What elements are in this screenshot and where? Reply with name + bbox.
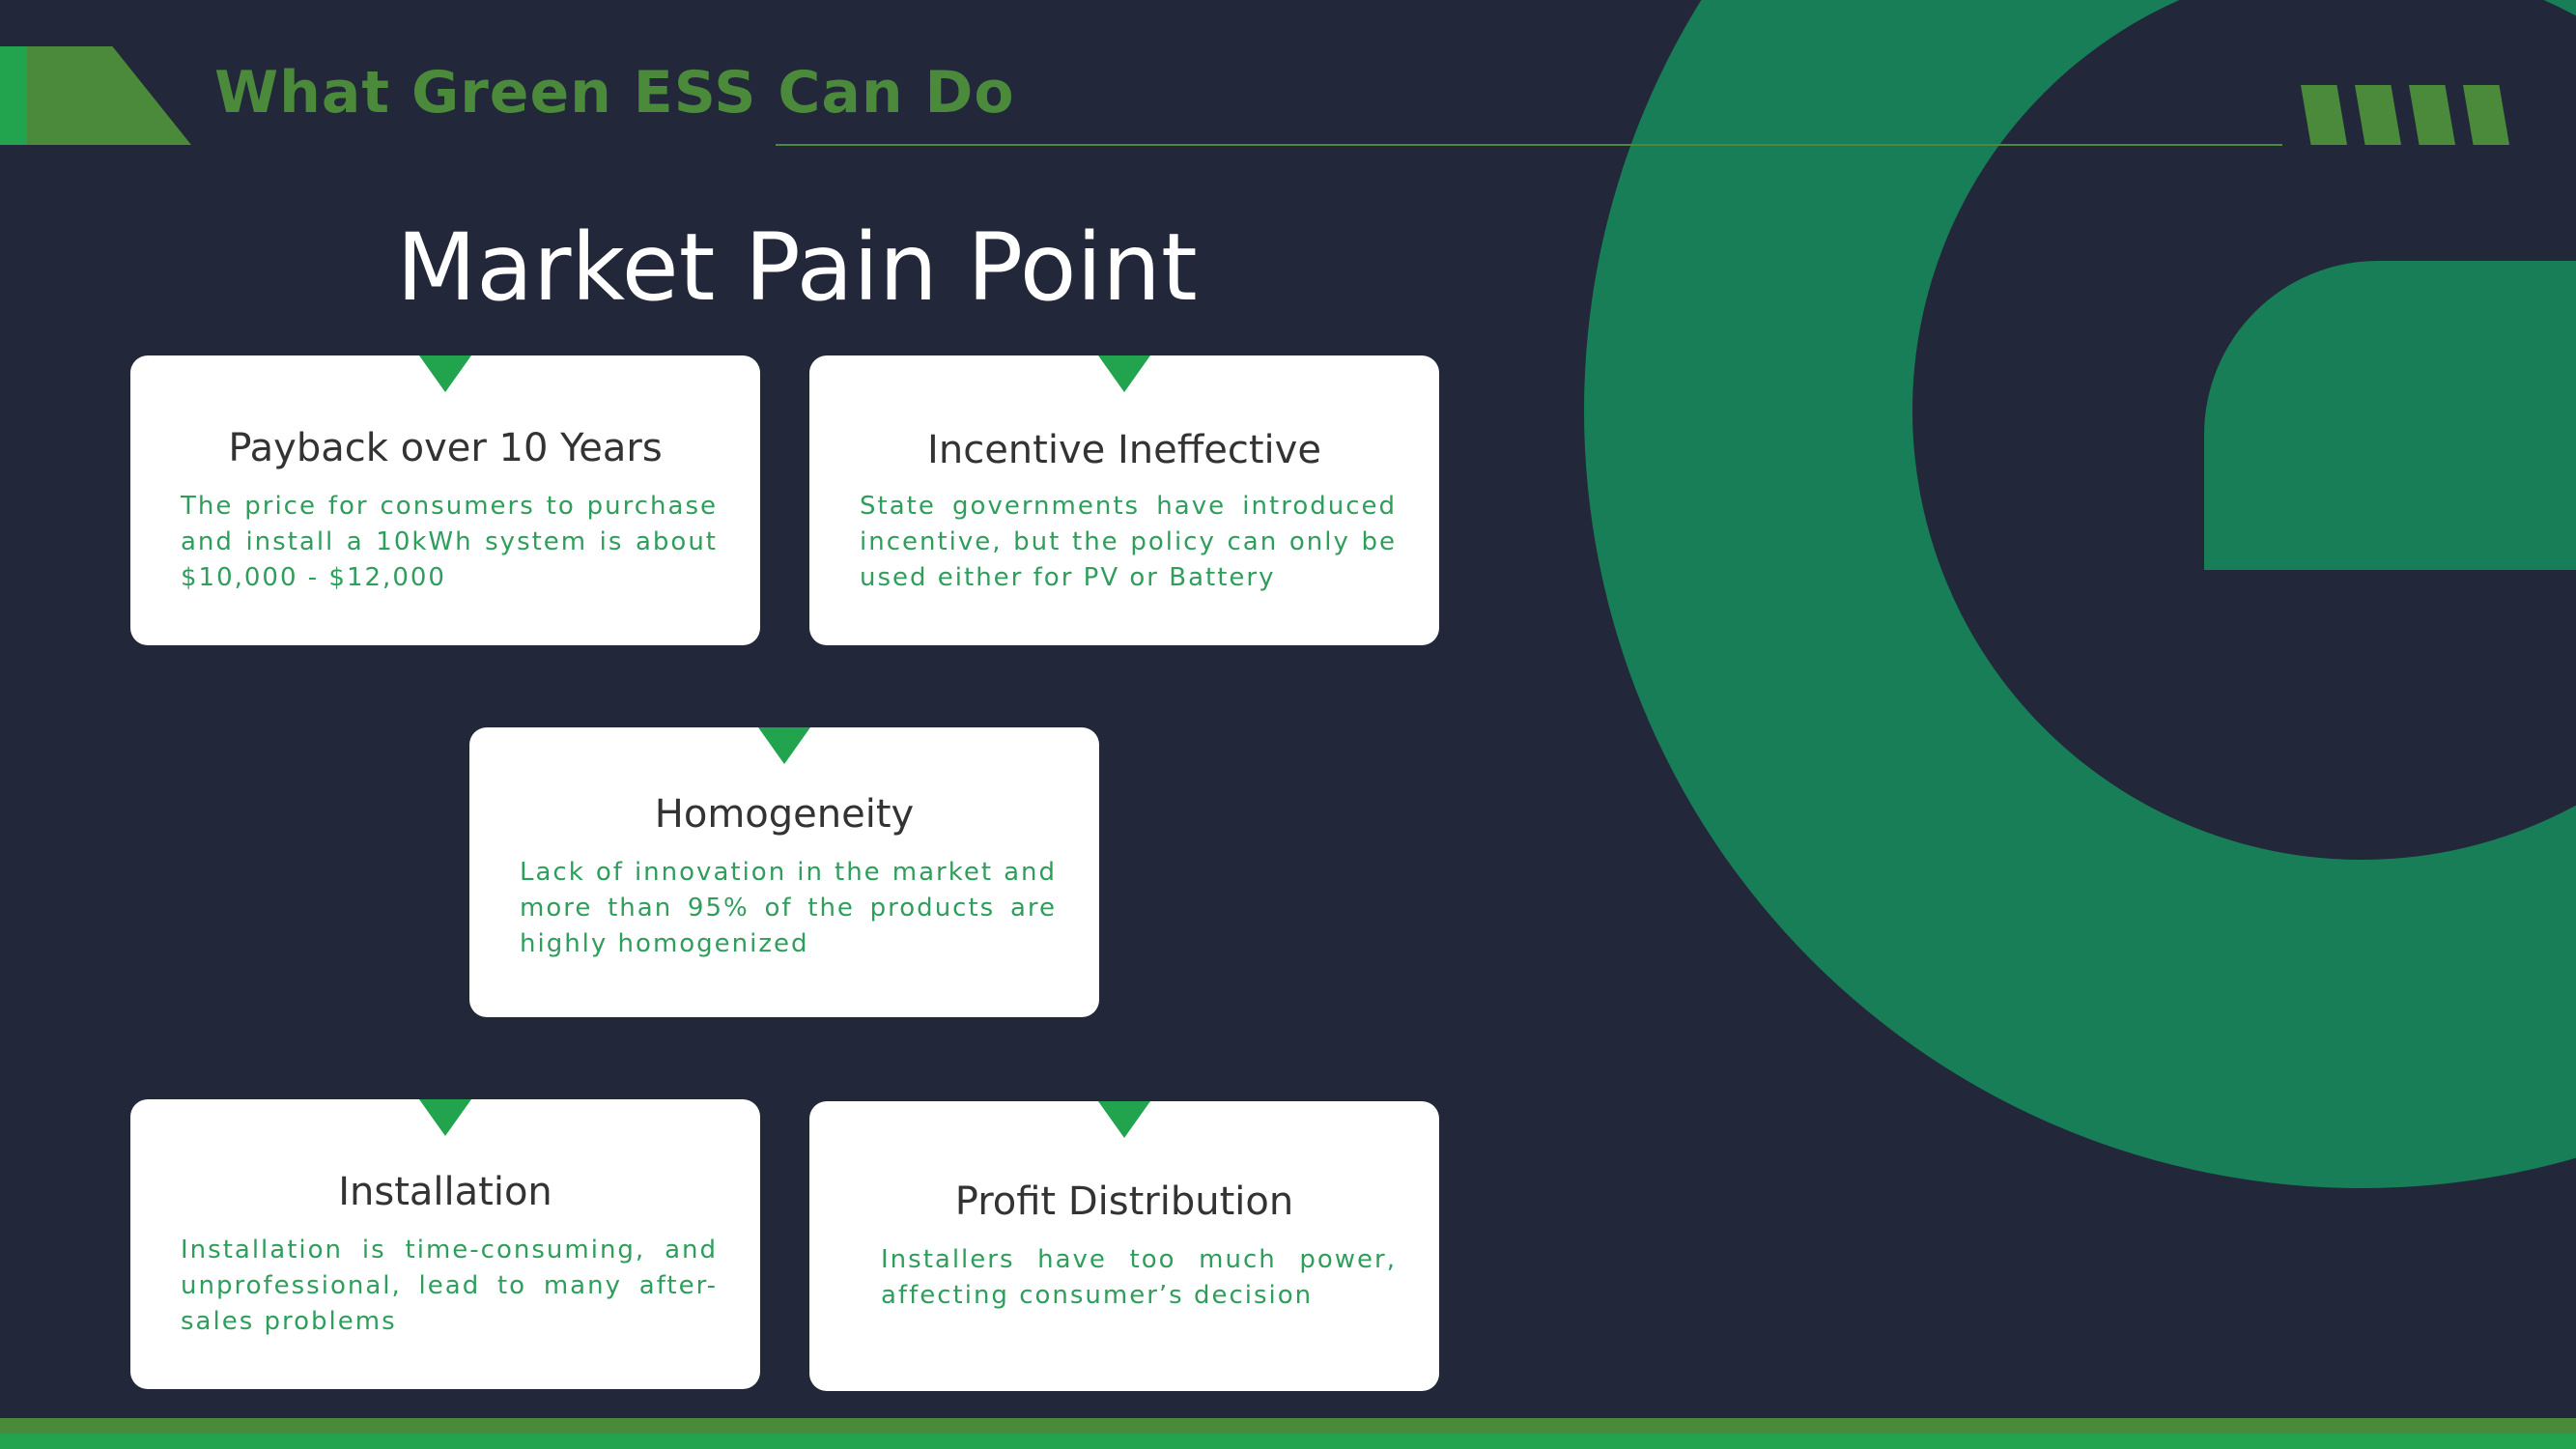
stripe-shape <box>2355 85 2401 145</box>
card-title: Installation <box>338 1170 552 1214</box>
stripe-shape <box>2463 85 2509 145</box>
triangle-down-icon <box>419 355 471 392</box>
card-title: Incentive Ineffective <box>927 428 1321 472</box>
card-title: Homogeneity <box>654 792 915 837</box>
stripe-shape <box>2301 85 2347 145</box>
stripe-shape <box>2409 85 2455 145</box>
footer-band-green <box>0 1434 2576 1449</box>
header-trapezoid-shape <box>27 46 191 145</box>
card-description: State governments have introduced incent… <box>860 492 1397 592</box>
card-title: Profit Distribution <box>954 1179 1294 1224</box>
card-description: The price for consumers to purchase and … <box>181 492 718 592</box>
header-accent-bar <box>0 46 27 145</box>
header-divider-line <box>776 144 2282 146</box>
section-title: What Green ESS Can Do <box>214 59 1015 127</box>
brand-g-crossbar <box>2204 261 2576 570</box>
header-stripes-decoration <box>2301 85 2513 145</box>
pain-point-card-installation: Installation Installation is time-consum… <box>130 1099 760 1389</box>
pain-point-card-payback: Payback over 10 Years The price for cons… <box>130 355 760 645</box>
triangle-down-icon <box>419 1099 471 1136</box>
pain-point-card-homogeneity: Homogeneity Lack of innovation in the ma… <box>469 727 1099 1017</box>
triangle-down-icon <box>758 727 810 764</box>
page-title: Market Pain Point <box>396 213 1198 322</box>
pain-point-card-profit: Profit Distribution Installers have too … <box>809 1101 1439 1391</box>
card-description: Lack of innovation in the market and mor… <box>520 858 1057 958</box>
pain-point-card-incentive: Incentive Ineffective State governments … <box>809 355 1439 645</box>
card-description: Installers have too much power, affectin… <box>881 1245 1397 1310</box>
triangle-down-icon <box>1098 1101 1150 1138</box>
triangle-down-icon <box>1098 355 1150 392</box>
card-title: Payback over 10 Years <box>228 426 663 470</box>
footer-band-olive <box>0 1418 2576 1434</box>
card-description: Installation is time-consuming, and unpr… <box>181 1236 718 1336</box>
